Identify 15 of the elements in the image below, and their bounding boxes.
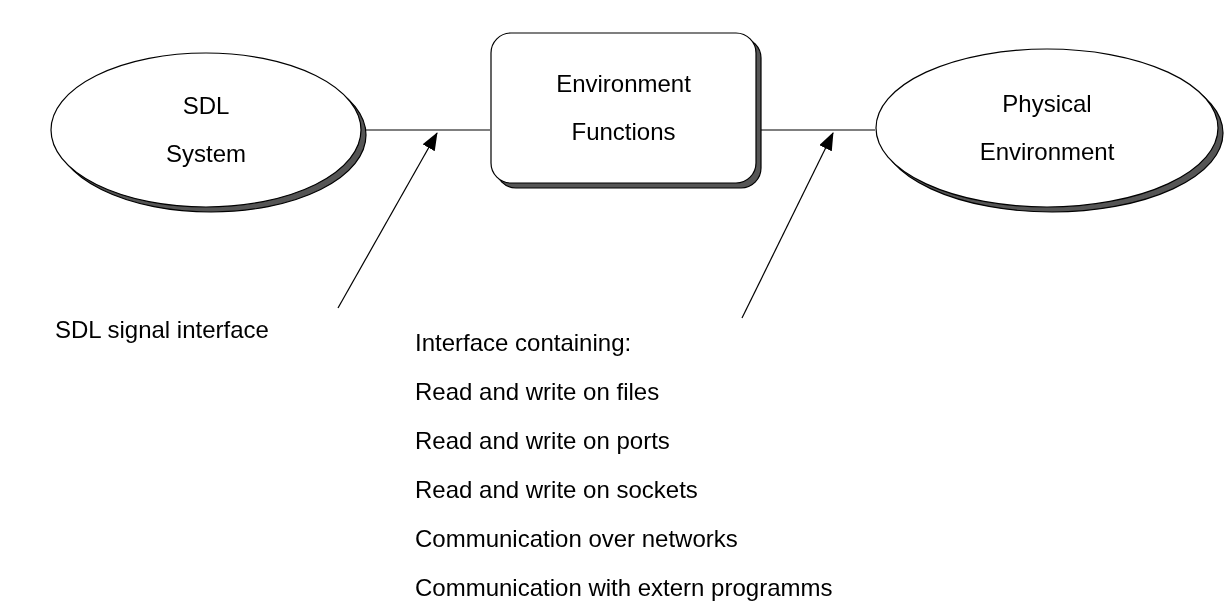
node-label: Environment Functions (555, 69, 692, 147)
leader-line (741, 132, 834, 319)
process-box (490, 32, 763, 190)
list-item: Read and write on sockets (415, 475, 699, 505)
ellipse-node (875, 48, 1225, 214)
list-item: Communication over networks (415, 524, 739, 554)
list-item: Communication with extern programms (415, 573, 833, 601)
list-item: Read and write on ports (415, 426, 671, 456)
leader-line (337, 132, 438, 309)
leader-label: SDL signal interface (55, 315, 269, 345)
list-item: Read and write on files (415, 377, 661, 407)
ellipse-node (50, 52, 368, 214)
node-label: SDL System (165, 91, 247, 169)
node-label: Physical Environment (978, 89, 1116, 167)
list-heading: Interface containing: (415, 328, 633, 358)
